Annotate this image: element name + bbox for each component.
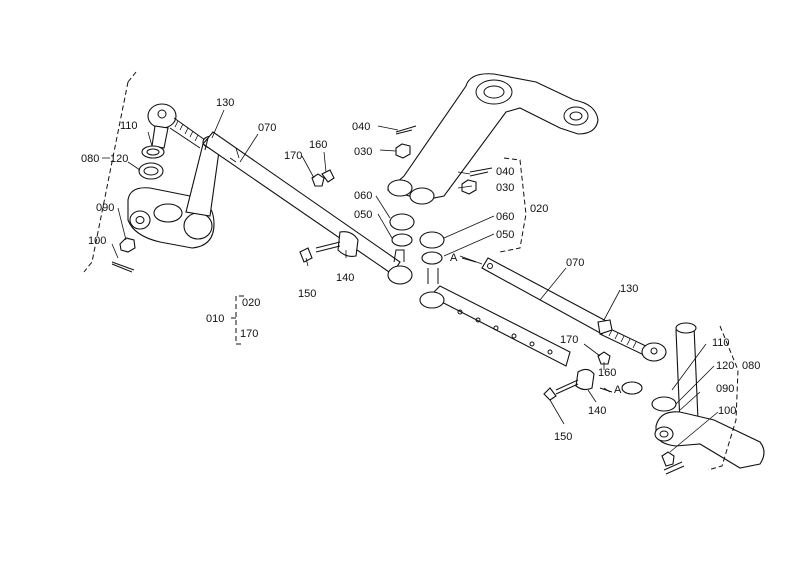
label-120-left: 120 (110, 153, 128, 165)
pitman-arm (386, 73, 599, 205)
center-ball-joints (389, 213, 445, 284)
label-080-right: 080 (742, 360, 760, 372)
label-a-bottom: A (614, 384, 622, 396)
right-tie-rod-tube (419, 285, 571, 367)
label-a-top: A (450, 252, 458, 264)
label-160-right: 160 (598, 367, 616, 379)
label-110-left: 110 (120, 120, 138, 132)
right-knuckle-bracket (707, 325, 739, 471)
left-group-bracket (83, 71, 137, 273)
leader-lines (102, 109, 719, 453)
label-070-right: 070 (566, 257, 584, 269)
right-pin-nut (461, 167, 493, 195)
right-clamp-bolt (543, 351, 611, 401)
label-090-right: 090 (716, 383, 734, 395)
part-labels: 130 070 110 120 080 090 100 170 160 150 … (81, 97, 760, 443)
label-090-left: 090 (96, 202, 114, 214)
label-070-left: 070 (258, 122, 276, 134)
left-seals (138, 145, 165, 180)
label-170-right: 170 (560, 334, 578, 346)
right-group-bracket (499, 157, 527, 253)
label-020-right: 020 (530, 203, 548, 215)
label-130-right: 130 (620, 283, 638, 295)
left-socket-end (387, 249, 413, 285)
label-060-right: 060 (496, 211, 514, 223)
left-tie-rod-end (147, 103, 206, 149)
label-100-left: 100 (88, 235, 106, 247)
label-150-right: 150 (554, 431, 572, 443)
label-110-right: 110 (712, 337, 730, 349)
left-knuckle-housing (127, 135, 222, 249)
label-040-right: 040 (496, 166, 514, 178)
left-small-nuts (311, 169, 335, 187)
label-140-right: 140 (588, 405, 606, 417)
label-040-top: 040 (352, 121, 370, 133)
label-120-right: 120 (716, 360, 734, 372)
left-nut-pin (111, 237, 136, 273)
label-030-right: 030 (496, 182, 514, 194)
label-050-right: 050 (496, 229, 514, 241)
label-060-mid: 060 (354, 190, 372, 202)
label-170-left: 170 (284, 150, 302, 162)
label-010-assembly: 010 (206, 313, 224, 325)
reference-arrows (461, 257, 613, 393)
label-150-left: 150 (298, 288, 316, 300)
assembly-bracket (231, 295, 244, 345)
label-030-top: 030 (354, 146, 372, 158)
right-tie-rod-end (597, 319, 667, 362)
label-170-assembly: 170 (240, 328, 258, 340)
label-050-mid: 050 (354, 209, 372, 221)
right-knuckle (621, 322, 765, 475)
label-080-left: 080 (81, 153, 99, 165)
label-140-left: 140 (336, 272, 354, 284)
label-160-left: 160 (309, 139, 327, 151)
label-100-right: 100 (718, 405, 736, 417)
label-130-left: 130 (216, 97, 234, 109)
left-clamp-bolt (299, 231, 359, 263)
top-pin-nut (395, 125, 417, 159)
label-020-assembly: 020 (242, 297, 260, 309)
